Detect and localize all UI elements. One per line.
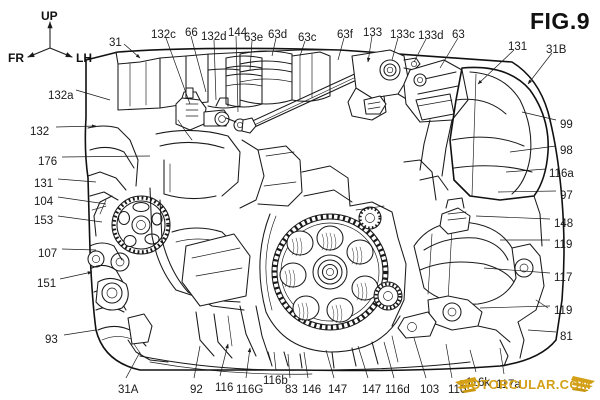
reference-label-133c: 133c <box>390 30 415 42</box>
idler-gear <box>359 207 381 229</box>
reference-label-116a: 116a <box>549 169 574 181</box>
reference-label-31b: 31B <box>546 45 566 57</box>
reference-label-132a: 132a <box>48 91 74 103</box>
reference-label-131: 131 <box>34 179 53 191</box>
reference-label-63d: 63d <box>268 30 287 42</box>
reference-label-153: 153 <box>34 216 53 228</box>
primary-drive-gear <box>260 207 402 352</box>
figure-title: FIG.9 <box>530 8 590 35</box>
site-watermark: MOTORCULAR.COM <box>455 368 595 398</box>
orientation-indicator <box>28 22 72 57</box>
reference-label-63c: 63c <box>298 33 317 45</box>
reference-label-103: 103 <box>420 385 439 397</box>
reference-label-116g: 116G <box>236 385 263 397</box>
reference-label-133d: 133d <box>418 31 444 43</box>
reference-label-132c: 132c <box>151 30 176 42</box>
reference-label-147: 147 <box>362 385 381 397</box>
watermark-text: MOTORCULAR.COM <box>459 377 591 392</box>
reference-label-63e: 63e <box>244 33 263 45</box>
reference-label-83: 83 <box>285 385 298 397</box>
reference-label-66: 66 <box>185 28 198 40</box>
reference-label-132d: 132d <box>201 32 227 44</box>
axis-label-left-hand: LH <box>76 52 92 64</box>
axis-label-up: UP <box>41 10 58 22</box>
reference-label-176: 176 <box>38 157 57 169</box>
reference-label-133: 133 <box>363 28 382 40</box>
throttle-body-right <box>240 51 292 104</box>
reference-label-63f: 63f <box>337 30 353 42</box>
reference-label-151: 151 <box>37 279 56 291</box>
water-pump-pulley <box>88 196 170 271</box>
oil-pan-area <box>140 336 470 374</box>
reference-label-81: 81 <box>560 332 573 344</box>
reference-label-132: 132 <box>30 127 49 139</box>
reference-label-147: 147 <box>328 385 347 397</box>
reference-label-148: 148 <box>554 219 573 231</box>
reference-label-92: 92 <box>190 385 203 397</box>
axis-label-front: FR <box>8 52 24 64</box>
reference-label-119: 119 <box>554 240 572 252</box>
reference-label-146: 146 <box>302 385 321 397</box>
reference-label-119: 119 <box>554 306 572 318</box>
starter-motor-assembly <box>398 198 548 366</box>
reference-label-93: 93 <box>45 335 58 347</box>
reference-label-107: 107 <box>38 249 57 261</box>
reference-label-97: 97 <box>560 191 573 203</box>
reference-label-31a: 31A <box>118 385 138 397</box>
reference-label-99: 99 <box>560 120 573 132</box>
reference-label-63: 63 <box>452 30 465 42</box>
reference-label-31: 31 <box>109 38 122 50</box>
reference-label-131: 131 <box>508 42 527 54</box>
reference-label-117: 117 <box>554 273 572 285</box>
reference-label-116d: 116d <box>385 385 410 397</box>
tensioner-roller <box>374 282 402 310</box>
reference-label-116: 116 <box>215 383 233 395</box>
center-mount-bracket <box>404 60 468 176</box>
reference-label-104: 104 <box>34 197 53 209</box>
reference-label-98: 98 <box>560 146 573 158</box>
